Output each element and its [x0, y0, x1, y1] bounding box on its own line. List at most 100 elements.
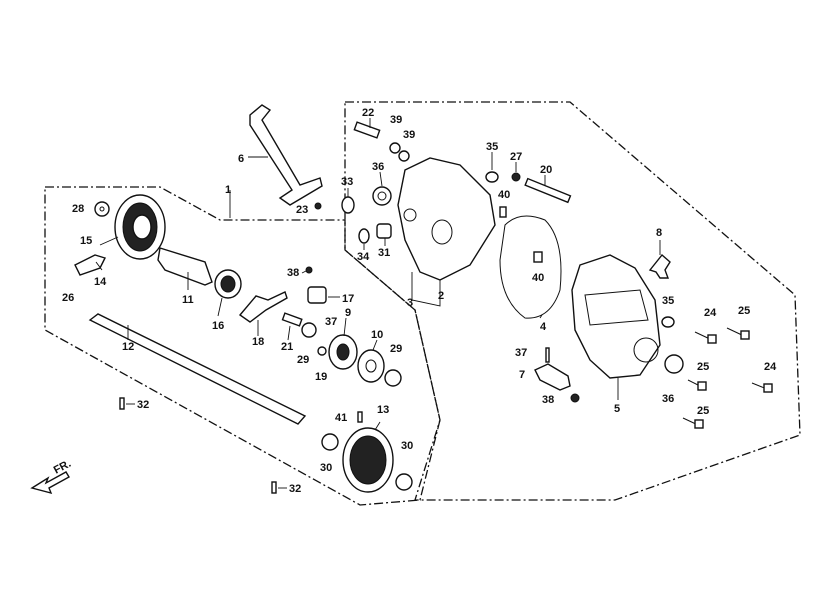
pin-part: [545, 347, 550, 363]
dowel-part: [499, 206, 507, 218]
label-34: 34: [357, 251, 370, 263]
bolt-part: [682, 327, 773, 429]
right-assembly-outline: [344, 101, 801, 501]
parts: [74, 104, 773, 494]
label-22: 22: [362, 107, 374, 119]
seal-part: [341, 196, 355, 214]
arrow-icon: [30, 471, 70, 495]
label-25-a: 25: [738, 305, 750, 317]
bracket-part: [249, 104, 323, 206]
label-33: 33: [341, 176, 353, 188]
gear-shaft-part: [157, 247, 213, 286]
collar-part: [317, 346, 327, 356]
label-32-a: 32: [137, 399, 149, 411]
shift-arm-part: [238, 291, 288, 323]
long-shaft-part: [88, 313, 307, 425]
label-12: 12: [122, 341, 134, 353]
plug-part: [511, 172, 521, 182]
pin-part: [353, 121, 381, 139]
bearing-part: [372, 186, 392, 206]
stopper-part: [307, 286, 327, 304]
leader-lines: [95, 118, 661, 489]
label-23: 23: [296, 204, 308, 216]
label-20: 20: [540, 164, 552, 176]
label-7: 7: [519, 369, 525, 381]
label-2: 2: [438, 290, 444, 302]
washer-hole: [99, 206, 105, 212]
label-36-b: 36: [662, 393, 674, 405]
front-direction-arrow: FR.: [30, 458, 73, 495]
label-39-b: 39: [403, 129, 415, 141]
washer-part: [389, 142, 401, 154]
label-1: 1: [225, 184, 231, 196]
label-29-b: 29: [390, 343, 402, 355]
case-hole: [403, 208, 417, 222]
label-5: 5: [614, 403, 620, 415]
label-19: 19: [315, 371, 327, 383]
washer-part: [398, 150, 410, 162]
label-16: 16: [212, 320, 224, 332]
bearing-part: [664, 354, 684, 374]
case-half-part: [397, 157, 496, 281]
bushing-part: [376, 223, 392, 239]
label-31: 31: [378, 247, 390, 259]
pin-part: [119, 397, 125, 410]
label-14: 14: [94, 276, 107, 288]
label-30-b: 30: [401, 440, 413, 452]
label-25-b: 25: [697, 361, 709, 373]
label-28: 28: [72, 203, 84, 215]
case-cover-part: [571, 254, 661, 379]
cover-boss: [633, 337, 659, 363]
dowel-part: [533, 251, 543, 263]
gasket-part: [499, 215, 562, 319]
washer-part: [321, 433, 339, 451]
label-8: 8: [656, 227, 662, 239]
label-4: 4: [540, 321, 547, 333]
bevel-gear-hub: [132, 214, 152, 240]
seal-part: [358, 228, 370, 244]
seal-part: [661, 316, 675, 328]
label-37-b: 37: [515, 347, 527, 359]
label-40-b: 40: [532, 272, 544, 284]
label-27: 27: [510, 151, 522, 163]
shift-fork-part: [74, 254, 106, 276]
nut-part: [305, 266, 313, 274]
label-40-a: 40: [498, 189, 510, 201]
label-3: 3: [407, 297, 413, 309]
arm-part: [534, 363, 571, 391]
shaft-part: [524, 177, 572, 204]
label-39-a: 39: [390, 114, 402, 126]
label-15: 15: [80, 235, 92, 247]
label-24-b: 24: [764, 361, 777, 373]
label-30-a: 30: [320, 462, 332, 474]
label-35-a: 35: [486, 141, 498, 153]
case-bore: [431, 219, 453, 245]
label-17: 17: [342, 293, 354, 305]
label-38-b: 38: [542, 394, 554, 406]
label-36-a: 36: [372, 161, 384, 173]
cover-rib: [584, 289, 649, 326]
washer-part: [301, 322, 317, 338]
label-35-b: 35: [662, 295, 674, 307]
label-38-a: 38: [287, 267, 299, 279]
nut-part: [570, 393, 580, 403]
pin-part: [357, 411, 363, 423]
label-32-b: 32: [289, 483, 301, 495]
sprocket-hub: [365, 359, 377, 373]
label-26: 26: [62, 292, 74, 304]
gear-teeth: [336, 343, 350, 361]
label-9: 9: [345, 307, 351, 319]
direction-label: FR.: [52, 458, 73, 477]
part-labels: 1 2 3 4 5 6 7 8 9 10 11 12 13 14 15 16 1…: [62, 107, 777, 495]
label-25-c: 25: [697, 405, 709, 417]
assembly-outlines: [44, 101, 801, 506]
label-29-a: 29: [297, 354, 309, 366]
sprocket-part: [357, 349, 385, 383]
pin-part: [271, 481, 277, 494]
label-24-a: 24: [704, 307, 717, 319]
label-37-a: 37: [325, 316, 337, 328]
label-13: 13: [377, 404, 389, 416]
lever-part: [648, 253, 671, 279]
bearing-inner: [377, 191, 387, 201]
